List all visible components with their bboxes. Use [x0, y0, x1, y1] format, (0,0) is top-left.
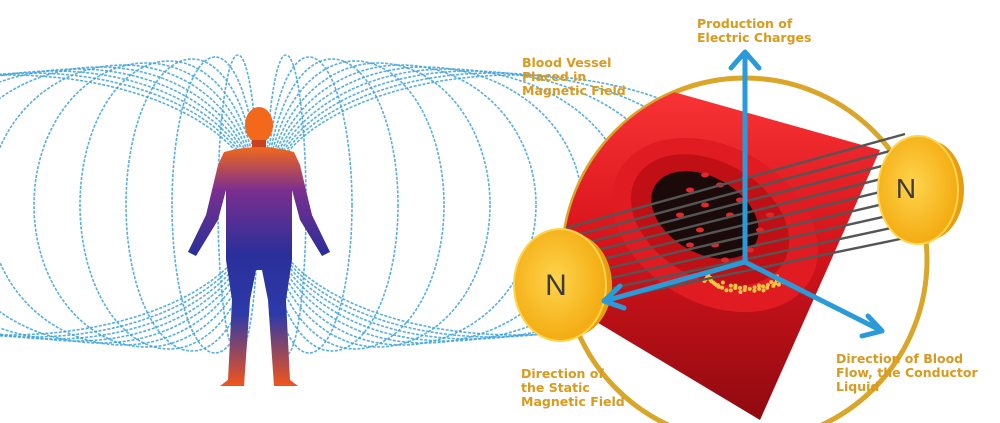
charge-particle: [757, 283, 762, 288]
field-loop: [33, 62, 259, 348]
charge-particle: [711, 280, 716, 285]
label-blood-flow: Direction of Blood Flow, the Conductor L…: [836, 351, 978, 394]
blood-cell: [686, 187, 694, 193]
charge-particle: [728, 288, 733, 293]
label-production-electric-charges: Production of Electric Charges: [697, 16, 812, 45]
charge-particle: [757, 286, 762, 291]
field-loop: [265, 60, 445, 350]
blood-cell: [676, 212, 684, 218]
field-loop: [265, 62, 491, 348]
blood-cell: [766, 212, 774, 218]
field-line: [565, 223, 906, 300]
blood-cell: [701, 202, 709, 208]
magnet-left-letter: N: [545, 269, 567, 302]
magnet-right: N: [877, 135, 964, 245]
charge-particle: [761, 284, 766, 289]
charge-particle: [724, 288, 729, 293]
magnet-left: N: [513, 228, 612, 342]
field-line: [565, 145, 906, 240]
field-loop: [265, 64, 537, 346]
blood-cell: [721, 257, 729, 263]
charge-particle: [769, 280, 774, 285]
charge-particle: [752, 285, 757, 290]
field-line: [565, 132, 906, 230]
magnet-right-letter: N: [896, 173, 916, 204]
charge-particle: [738, 285, 743, 290]
label-blood-vessel: Blood Vessel Placed in Magnetic Field: [522, 55, 626, 98]
arrow-up-electric-charges: [728, 49, 762, 265]
blood-cell: [686, 242, 694, 248]
blood-cell: [696, 227, 704, 233]
charge-particle: [743, 284, 748, 289]
charge-particle: [765, 282, 770, 287]
arrow-static-field: [601, 259, 748, 311]
arrow-blood-flow: [742, 259, 885, 339]
charge-particle: [776, 282, 781, 287]
charge-particle: [714, 283, 719, 288]
charge-particle: [733, 286, 738, 291]
blood-cell: [701, 172, 709, 178]
blood-cell: [746, 247, 754, 253]
label-static-field: Direction of the Static Magnetic Field: [521, 366, 625, 409]
charge-particle: [720, 280, 725, 285]
charge-particle: [742, 287, 747, 292]
charge-particle: [728, 283, 733, 288]
charge-particle: [773, 281, 778, 286]
charge-particle: [761, 288, 766, 293]
field-line: [565, 158, 906, 250]
charge-particle: [752, 288, 757, 293]
field-line: [565, 184, 906, 270]
field-line: [565, 171, 906, 260]
charge-particle: [738, 289, 743, 294]
field-loop: [265, 56, 353, 354]
field-line: [565, 210, 906, 290]
human-silhouette: [188, 107, 330, 386]
charge-particle: [720, 285, 725, 290]
static-field-lines: [565, 132, 906, 310]
field-line: [565, 197, 906, 280]
charge-particle: [747, 286, 752, 291]
